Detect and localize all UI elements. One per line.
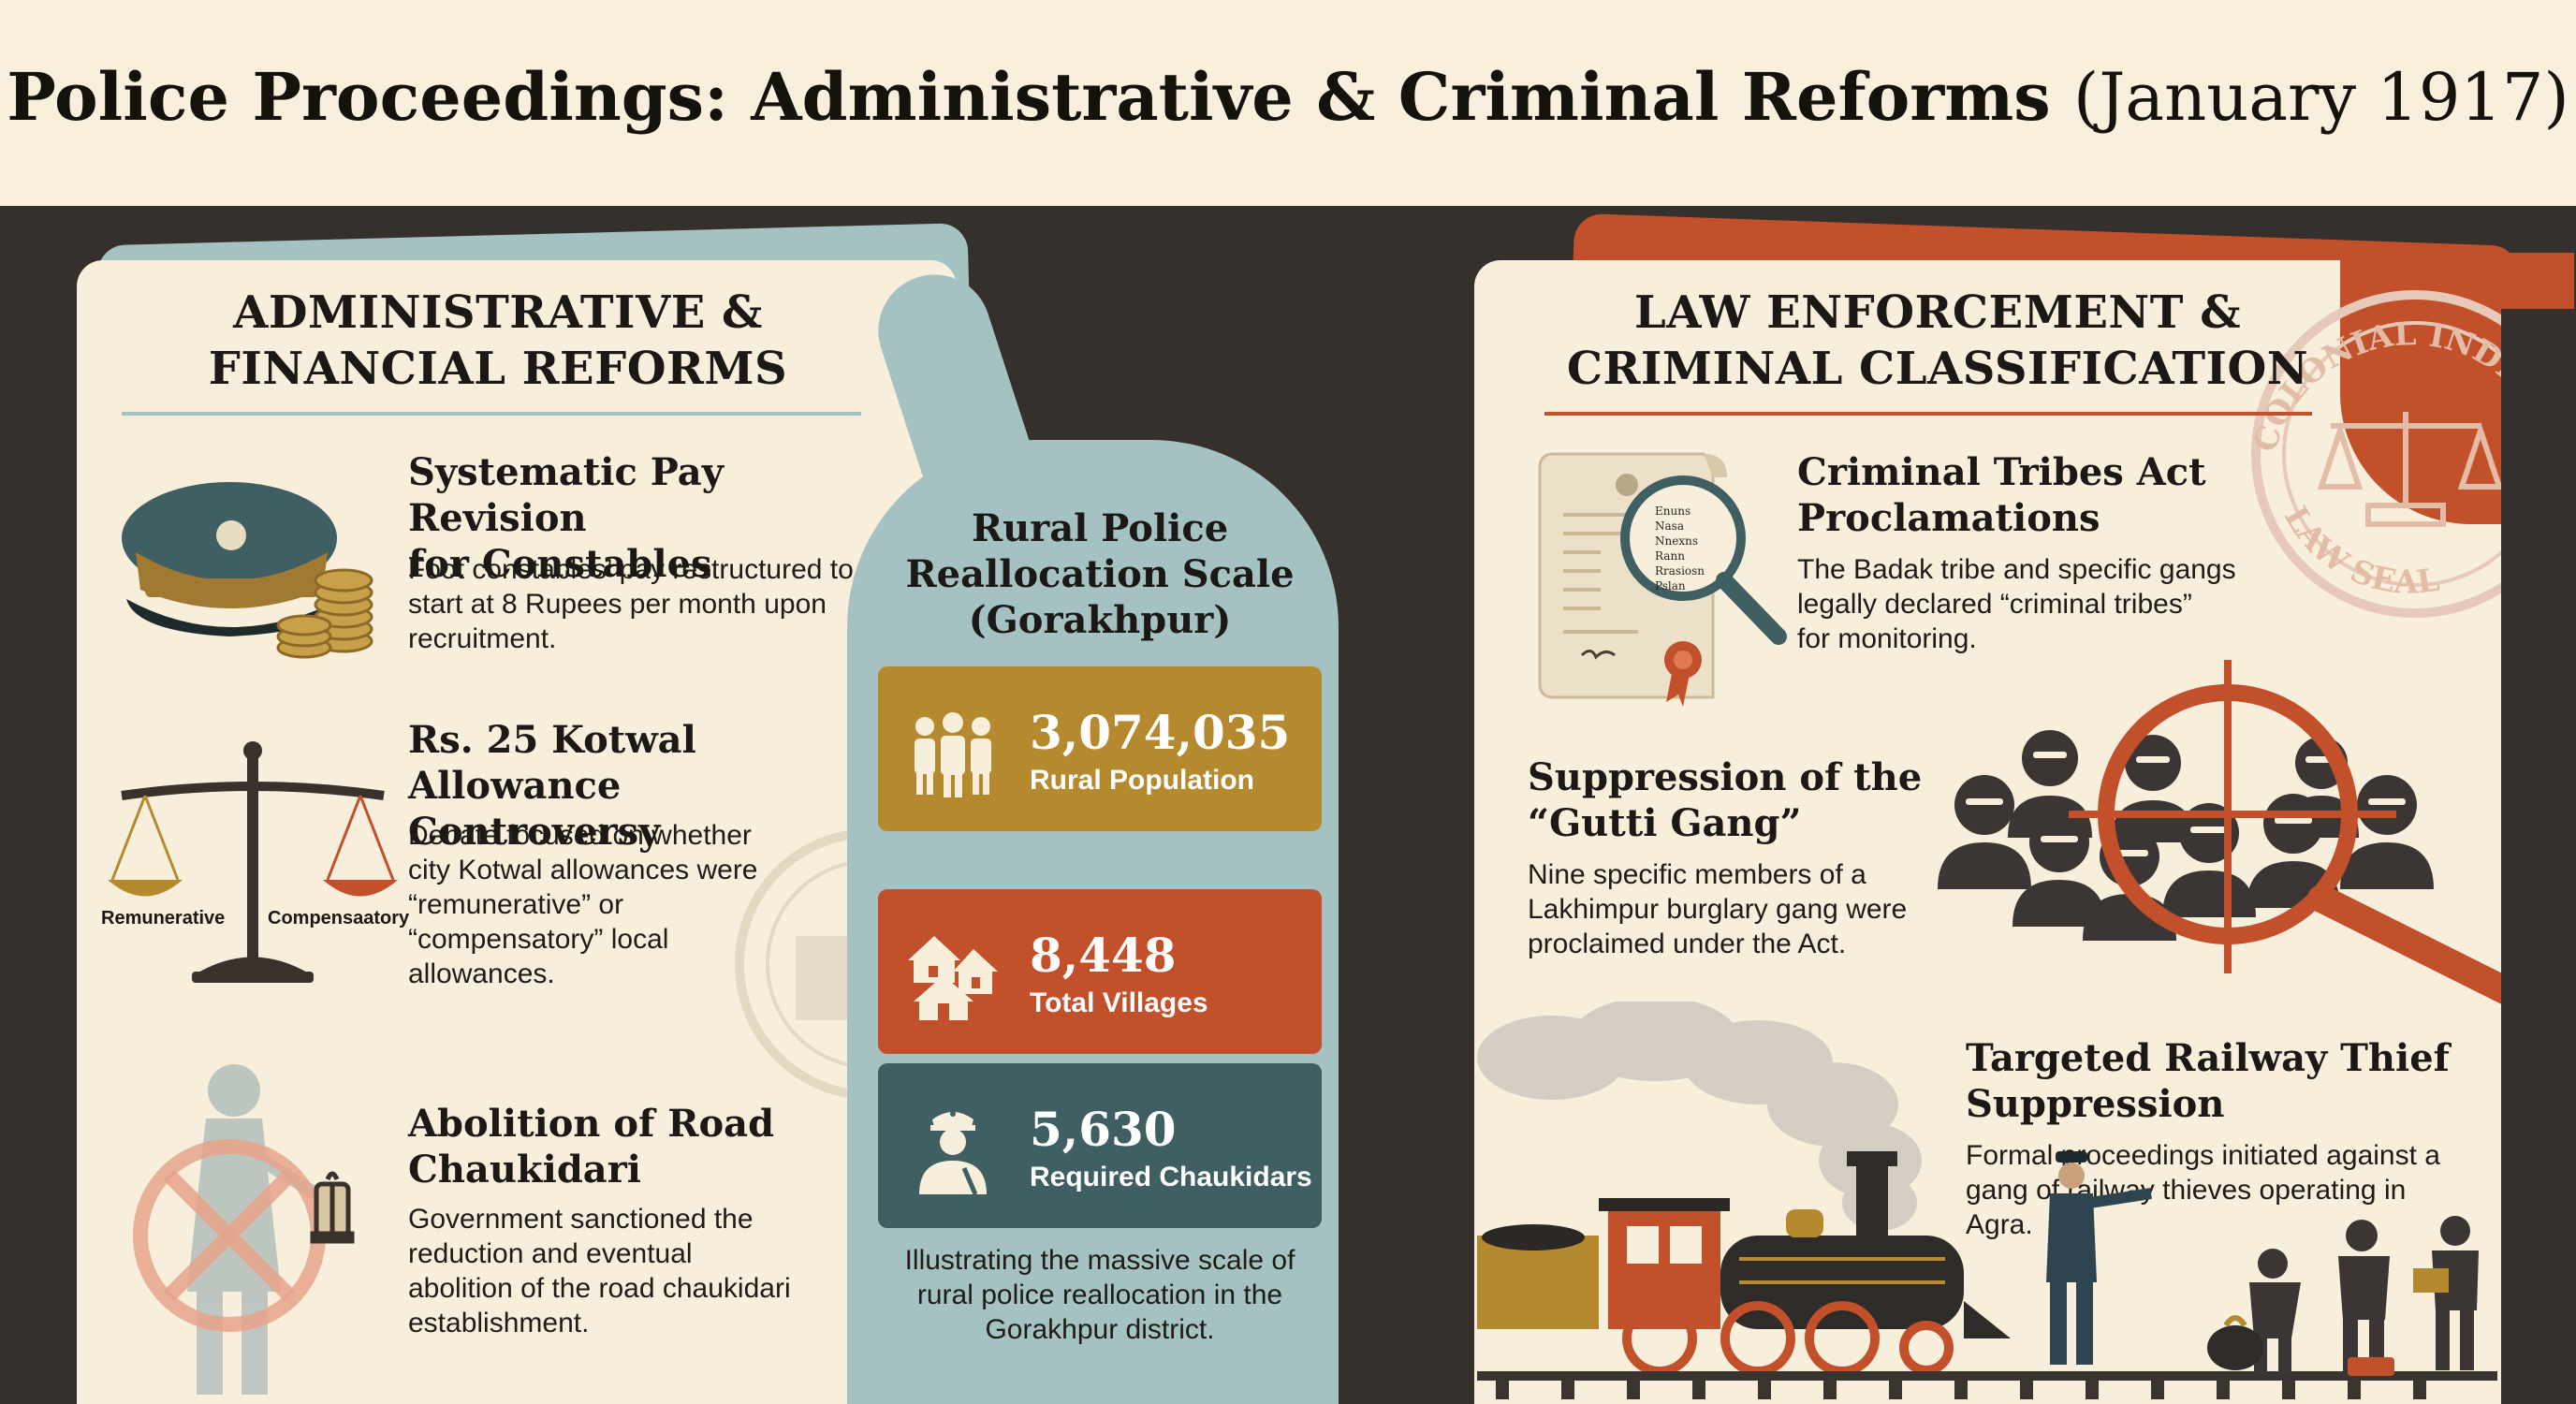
doc-text-line: Rann bbox=[1655, 549, 1685, 563]
document-magnifier-icon: Enuns Nasa Nnexns Rann Rrasiosn Pslan bbox=[1538, 452, 1787, 707]
scale-label-remunerative: Remunerative bbox=[101, 908, 226, 929]
title-line: Controversy bbox=[408, 810, 661, 854]
right-heading-line1: LAW ENFORCEMENT & bbox=[1633, 286, 2242, 339]
title-line: Proclamations bbox=[1797, 496, 2100, 540]
section-body-road-chaukidari: Government sanctioned the reduction and … bbox=[408, 1202, 857, 1340]
title-line: (Gorakhpur) bbox=[968, 598, 1232, 642]
stat-value: 5,630 bbox=[1030, 1102, 1177, 1157]
section-title-kotwal-allowance: Rs. 25 Kotwal Allowance Controversy bbox=[408, 717, 895, 855]
body-line: establishment. bbox=[408, 1308, 590, 1338]
body-line: Agra. bbox=[1966, 1209, 2033, 1240]
left-heading-line1: ADMINISTRATIVE & bbox=[233, 286, 763, 339]
section-title-criminal-tribes-act: Criminal Tribes Act Proclamations bbox=[1797, 449, 2265, 541]
body-line: reduction and eventual bbox=[408, 1238, 693, 1269]
stat-card-total-villages: 8,448 Total Villages bbox=[878, 889, 1322, 1054]
body-line: Government sanctioned the bbox=[408, 1204, 754, 1235]
title-line: Suppression of the bbox=[1528, 755, 1923, 799]
right-dark-edge bbox=[2501, 309, 2576, 1404]
left-heading-rule bbox=[122, 412, 861, 416]
steam-train-icon bbox=[1477, 1002, 2497, 1399]
lantern bbox=[310, 1171, 355, 1244]
section-body-criminal-tribes-act: The Badak tribe and specific gangs legal… bbox=[1797, 552, 2284, 656]
body-line: The Badak tribe and specific gangs bbox=[1797, 554, 2236, 585]
title-line: Rural Police bbox=[971, 506, 1229, 550]
title-line: Abolition of Road bbox=[408, 1102, 775, 1146]
title-line: Criminal Tribes Act bbox=[1797, 450, 2206, 494]
page-title: Police Proceedings: Administrative & Cri… bbox=[0, 58, 2576, 137]
smoke bbox=[1477, 1002, 1922, 1231]
page-title-date: (January 1917) bbox=[2073, 59, 2569, 136]
title-line: Targeted Railway Thief bbox=[1966, 1036, 2450, 1080]
stat-value: 8,448 bbox=[1030, 928, 1177, 983]
targeted-gang-icon bbox=[1938, 660, 2523, 1006]
body-line: proclaimed under the Act. bbox=[1528, 929, 1847, 959]
body-line: Debate focused on whether bbox=[408, 820, 752, 851]
stat-label: Required Chaukidars bbox=[1030, 1162, 1312, 1192]
body-line: legally declared “criminal tribes” bbox=[1797, 589, 2192, 620]
title-line: Suppression bbox=[1966, 1082, 2225, 1126]
section-body-gutti-gang: Nine specific members of a Lakhimpur bur… bbox=[1528, 857, 1939, 961]
body-line: Formal proceedings initiated against a bbox=[1966, 1140, 2440, 1171]
section-title-railway-thief: Targeted Railway Thief Suppression bbox=[1966, 1035, 2452, 1127]
right-heading-rule bbox=[1544, 412, 2312, 416]
policeman-icon bbox=[919, 1111, 987, 1195]
title-bar bbox=[0, 0, 2576, 206]
section-body-pay-revision: Foot constables’ pay restructured to sta… bbox=[408, 552, 895, 656]
officer-figure bbox=[2046, 1151, 2152, 1365]
body-line: for monitoring. bbox=[1797, 623, 1977, 654]
center-title: Rural Police Reallocation Scale (Gorakhp… bbox=[871, 505, 1329, 643]
stat-card-rural-population: 3,074,035 Rural Population bbox=[878, 666, 1322, 831]
doc-text-line: Nasa bbox=[1655, 519, 1684, 533]
doc-text-line: Enuns bbox=[1655, 505, 1690, 518]
coin-stack bbox=[276, 568, 373, 659]
section-title-gutti-gang: Suppression of the “Gutti Gang” bbox=[1528, 754, 1939, 846]
people-icon bbox=[915, 712, 991, 797]
police-cap-coins-icon bbox=[122, 482, 373, 659]
page-title-main: Police Proceedings: Administrative & Cri… bbox=[7, 58, 2051, 136]
body-line: city Kotwal allowances were bbox=[408, 855, 758, 885]
section-title-pay-revision: Systematic Pay Revision for Constables bbox=[408, 449, 876, 587]
crossed-out-watchman-icon bbox=[133, 1064, 355, 1395]
body-line: abolition of the road chaukidari bbox=[408, 1273, 791, 1304]
body-line: Lakhimpur burglary gang were bbox=[1528, 894, 1908, 925]
law-seal-icon: COLONIAL INDIA LAW SEAL bbox=[2228, 271, 2509, 618]
section-body-railway-thief: Formal proceedings initiated against a g… bbox=[1966, 1138, 2490, 1242]
right-panel-heading: LAW ENFORCEMENT & CRIMINAL CLASSIFICATIO… bbox=[1535, 285, 2340, 397]
thief-figures bbox=[2249, 1216, 2479, 1374]
stat-value: 3,074,035 bbox=[1030, 705, 1291, 760]
title-line: for Constables bbox=[408, 542, 712, 586]
caption-line: rural police reallocation in the bbox=[916, 1280, 1283, 1310]
body-line: “remunerative” or bbox=[408, 889, 624, 920]
balance-scale-icon bbox=[108, 741, 398, 983]
body-line: gang of railway thieves operating in bbox=[1966, 1175, 2407, 1206]
doc-text-line: Rrasiosn bbox=[1655, 564, 1705, 578]
title-line: “Gutti Gang” bbox=[1528, 801, 1802, 845]
center-caption: Illustrating the massive scale of rural … bbox=[885, 1243, 1315, 1347]
caption-line: Illustrating the massive scale of bbox=[904, 1245, 1295, 1276]
body-line: Nine specific members of a bbox=[1528, 859, 1866, 890]
caption-line: Gorakhpur district. bbox=[985, 1314, 1215, 1345]
body-line: allowances. bbox=[408, 958, 555, 989]
doc-text-line: Pslan bbox=[1655, 579, 1686, 592]
right-heading-line2: CRIMINAL CLASSIFICATION bbox=[1566, 343, 2309, 395]
title-line: Systematic Pay Revision bbox=[408, 450, 724, 540]
stat-label: Rural Population bbox=[1030, 765, 1254, 796]
title-line: Chaukidari bbox=[408, 1148, 641, 1192]
section-title-road-chaukidari: Abolition of Road Chaukidari bbox=[408, 1101, 876, 1192]
body-line: Foot constables’ pay restructured to bbox=[408, 554, 854, 585]
title-line: Rs. 25 Kotwal Allowance bbox=[408, 718, 696, 808]
left-panel-heading: ADMINISTRATIVE & FINANCIAL REFORMS bbox=[77, 285, 919, 397]
houses-icon bbox=[908, 936, 998, 1020]
left-heading-line2: FINANCIAL REFORMS bbox=[208, 343, 788, 395]
body-line: start at 8 Rupees per month upon bbox=[408, 589, 827, 620]
doc-text-line: Nnexns bbox=[1655, 534, 1698, 548]
seal-text-bottom: LAW SEAL bbox=[2276, 500, 2442, 602]
stat-label: Total Villages bbox=[1030, 987, 1208, 1018]
body-line: “compensatory” local bbox=[408, 924, 669, 955]
title-line: Reallocation Scale bbox=[905, 552, 1295, 596]
body-line: recruitment. bbox=[408, 623, 557, 654]
stat-card-required-chaukidars: 5,630 Required Chaukidars bbox=[878, 1063, 1322, 1228]
scale-label-compensatory: Compensaatory bbox=[268, 908, 410, 929]
section-body-kotwal-allowance: Debate focused on whether city Kotwal al… bbox=[408, 818, 839, 991]
